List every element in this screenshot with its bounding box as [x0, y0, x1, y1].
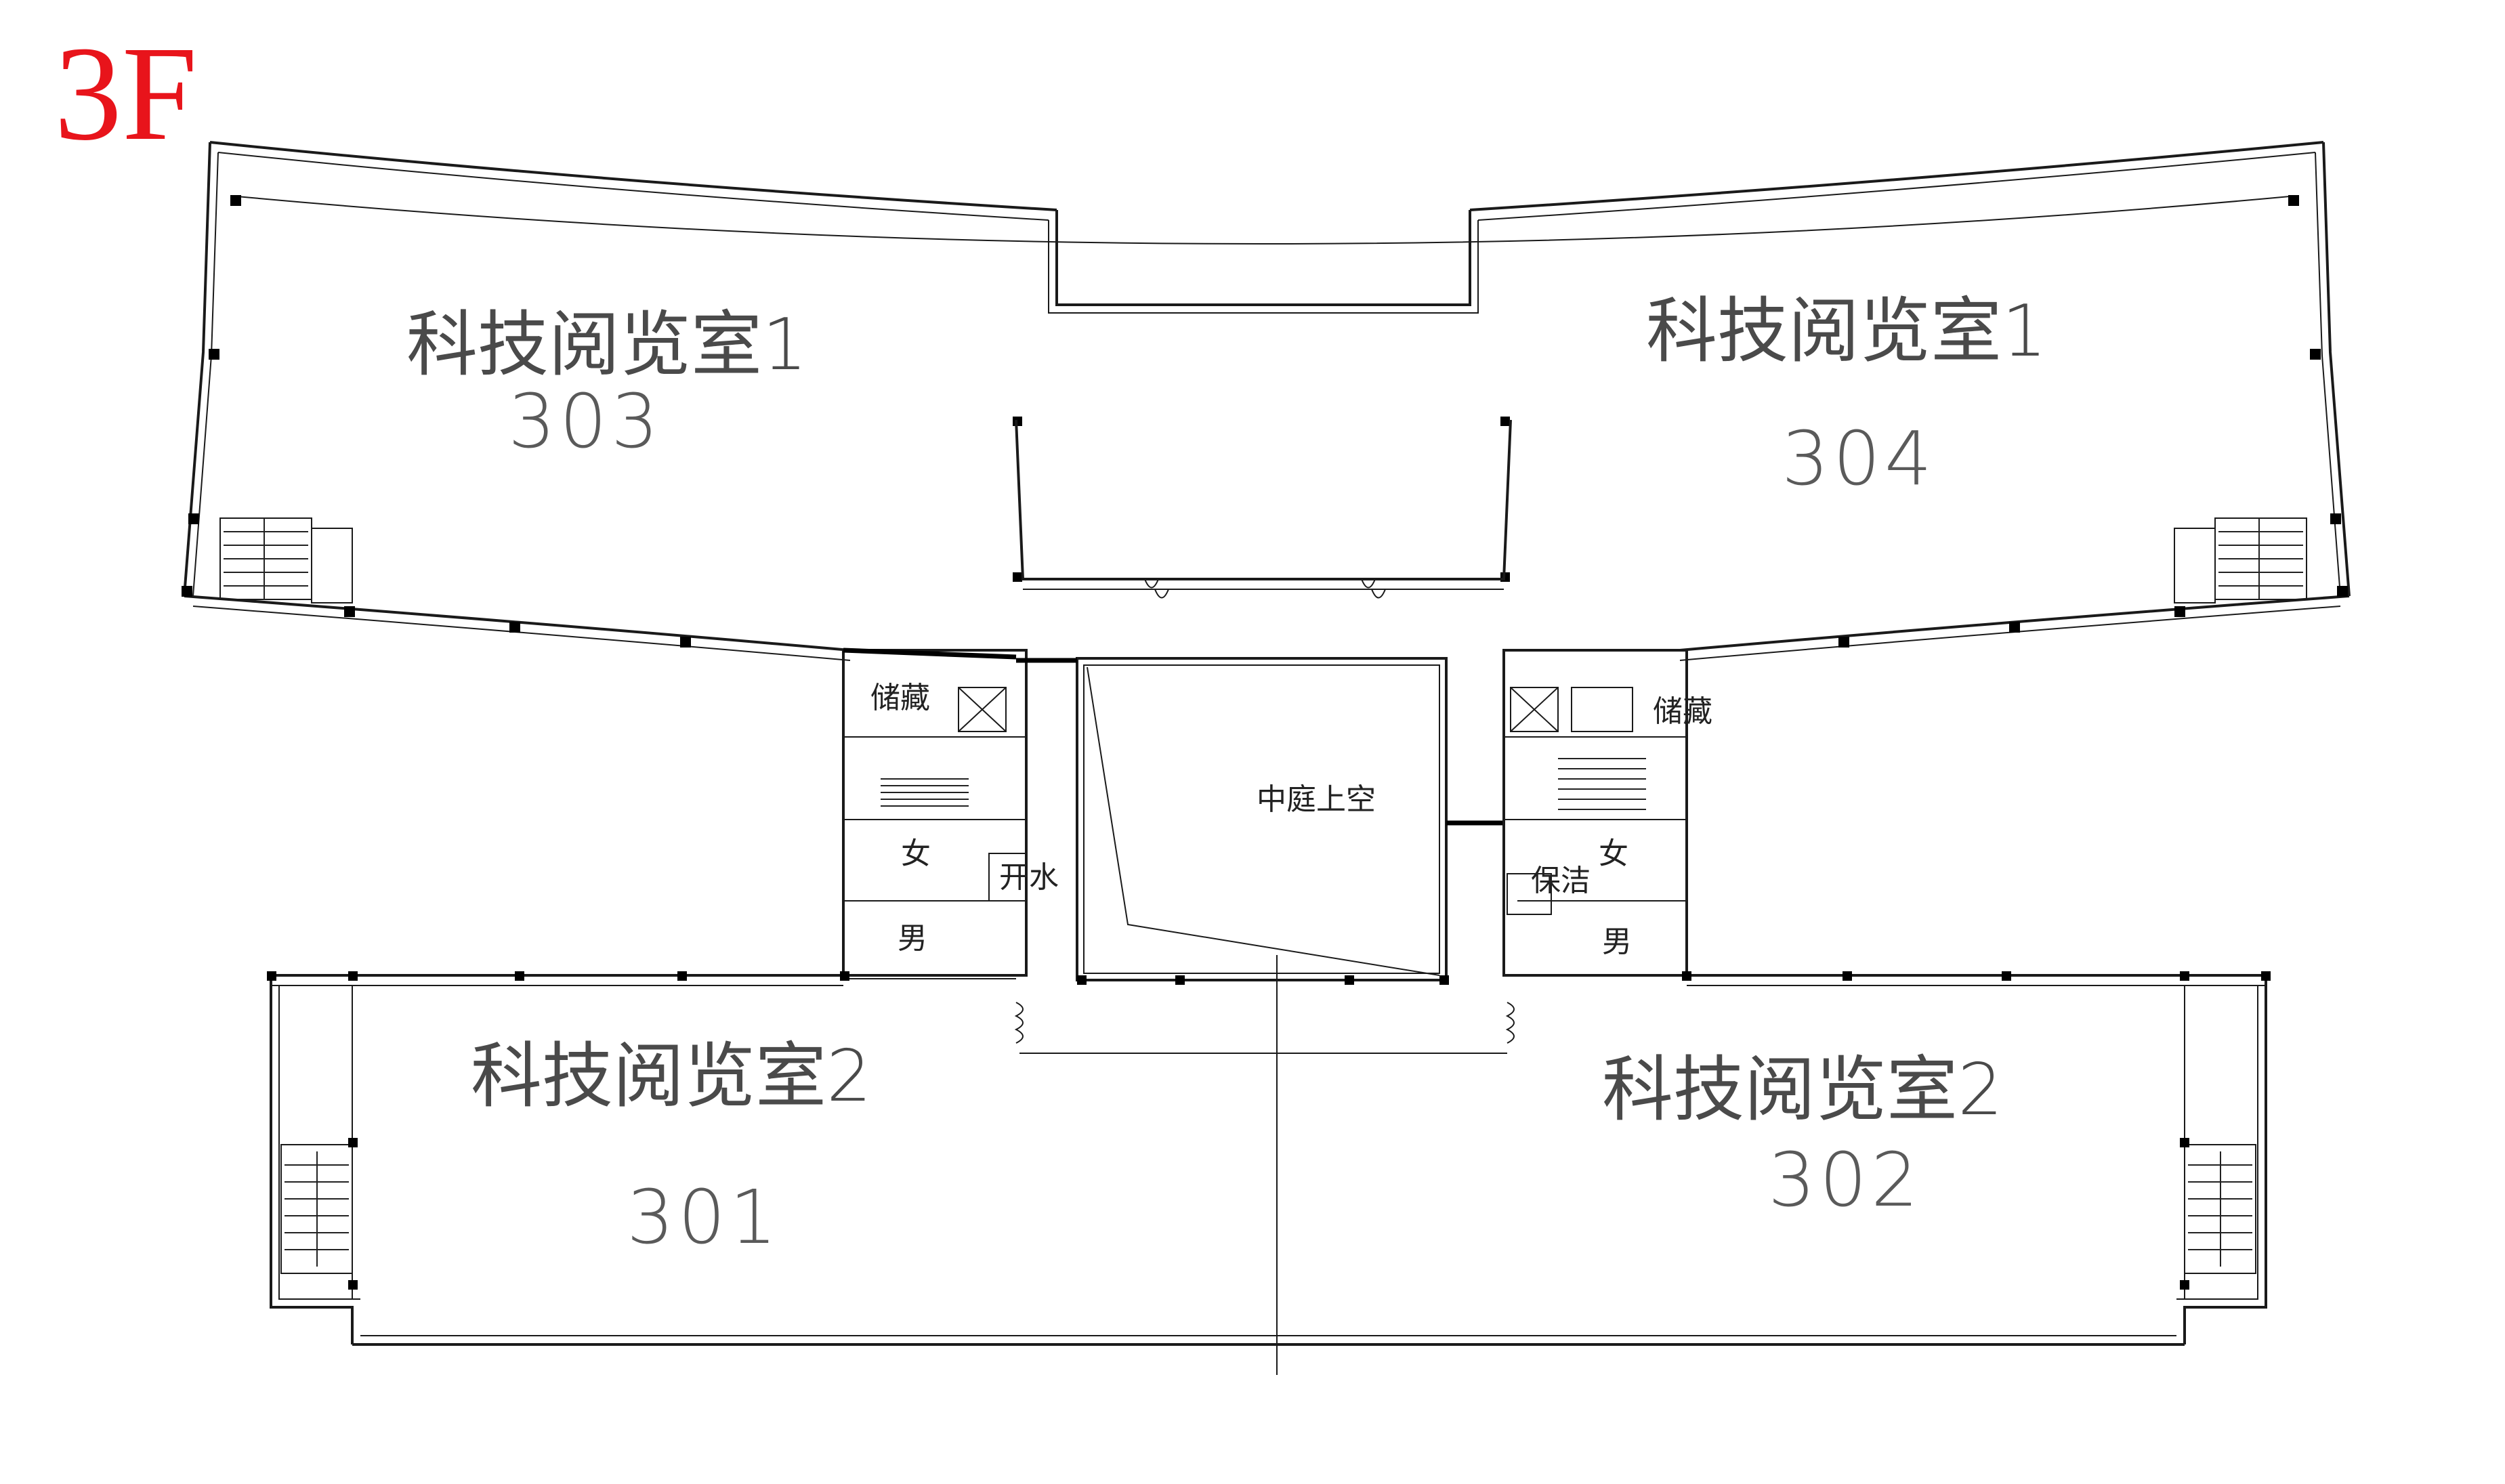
stair-lower-left [280, 1144, 353, 1274]
lower-wing [267, 971, 2271, 1346]
room-number-303: 303 [508, 378, 662, 465]
room-name-302: 科技阅览室2 [1602, 1048, 2003, 1131]
room-name-301: 科技阅览室2 [471, 1035, 872, 1118]
women-right: 女 [1599, 836, 1628, 871]
boiling-water: 开水 [999, 860, 1059, 895]
atrium-label: 中庭上空 [1257, 782, 1376, 817]
room-name-303: 科技阅览室1 [406, 303, 807, 386]
stair-upper-left [219, 517, 312, 600]
stair-upper-right [2214, 517, 2307, 600]
storage-right: 储藏 [1653, 694, 1712, 729]
room-number-304: 304 [1782, 415, 1936, 502]
room-number-301: 301 [627, 1174, 781, 1260]
room-number-302: 302 [1768, 1137, 1922, 1223]
room-name-304: 科技阅览室1 [1646, 290, 2047, 373]
upper-wing [182, 141, 2351, 661]
central-core: 储藏 女 男 开水 中庭上空 储藏 女 男 保洁 [842, 648, 1712, 1375]
floor-label: 3F [54, 19, 197, 169]
stair-lower-right [2184, 1144, 2256, 1274]
men-left: 男 [898, 921, 927, 956]
women-left: 女 [901, 836, 931, 871]
cleaning-room: 保洁 [1531, 864, 1591, 898]
storage-left: 储藏 [870, 681, 930, 715]
men-right: 男 [1602, 925, 1632, 959]
